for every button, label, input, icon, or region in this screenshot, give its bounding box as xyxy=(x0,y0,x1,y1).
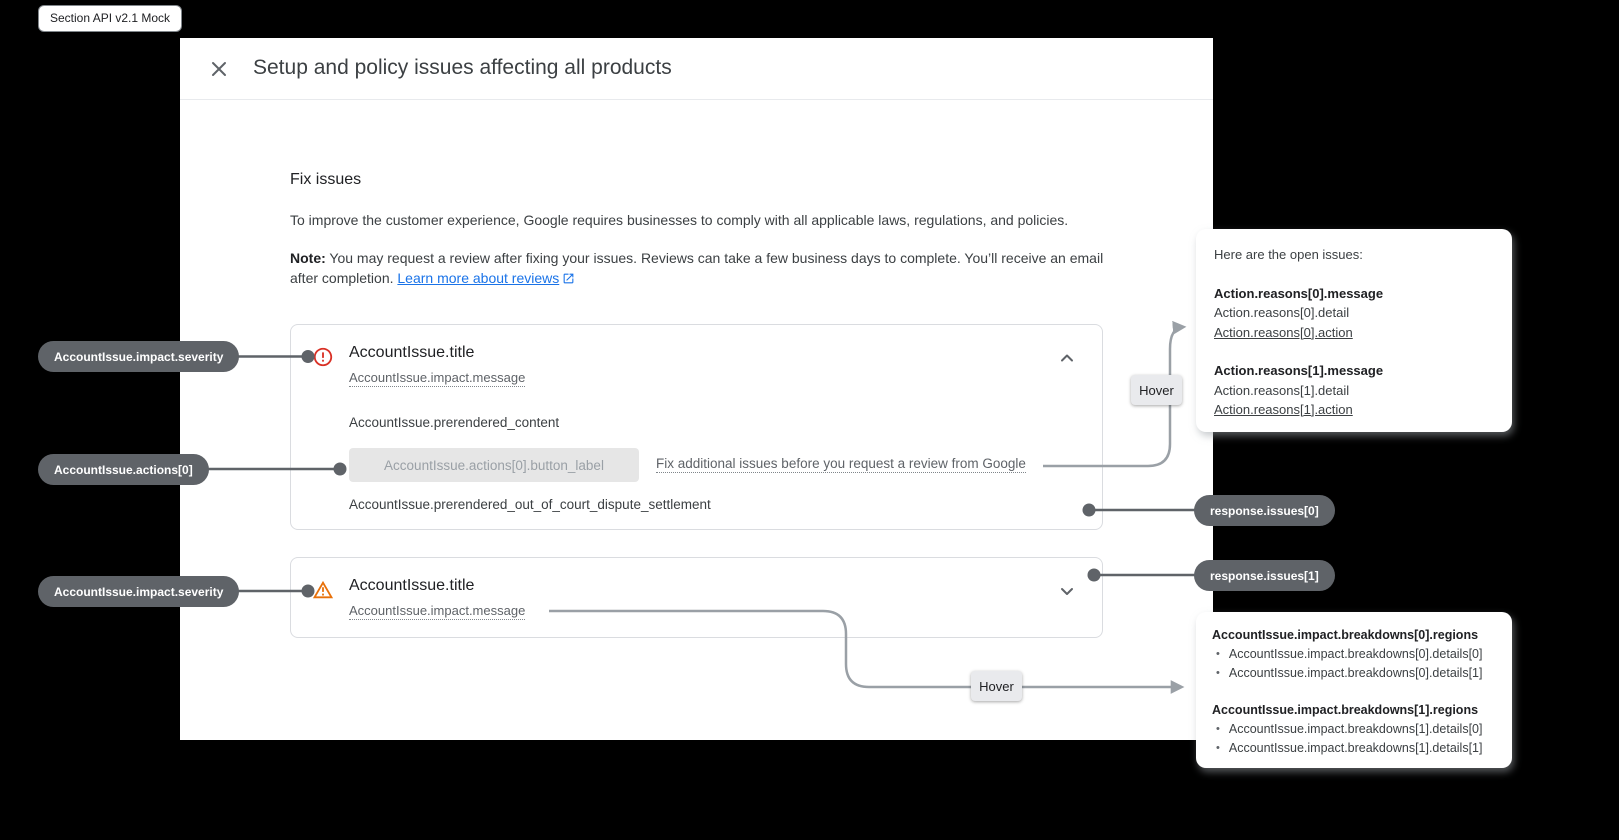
error-icon xyxy=(312,346,334,368)
close-icon[interactable] xyxy=(206,56,232,82)
annotation-response-issues-0: response.issues[0] xyxy=(1194,495,1335,526)
annotation-response-issues-1: response.issues[1] xyxy=(1194,560,1335,591)
mock-version-badge: Section API v2.1 Mock xyxy=(38,5,183,32)
note-label: Note: xyxy=(290,250,326,266)
reason-message: Action.reasons[1].message xyxy=(1214,363,1384,378)
issue-card-warning: AccountIssue.title AccountIssue.impact.m… xyxy=(290,557,1103,638)
chevron-down-icon[interactable] xyxy=(1054,578,1080,604)
dialog-header: Setup and policy issues affecting all pr… xyxy=(180,38,1213,100)
breakdown-detail: AccountIssue.impact.breakdowns[1].detail… xyxy=(1212,720,1496,739)
warning-icon xyxy=(312,579,334,601)
reason-message: Action.reasons[0].message xyxy=(1214,285,1384,301)
breakdown-regions: AccountIssue.impact.breakdowns[0].region… xyxy=(1212,628,1479,642)
tooltip-impact-breakdowns: AccountIssue.impact.breakdowns[0].region… xyxy=(1196,612,1512,768)
reason-group-1: Action.reasons[1].message Action.reasons… xyxy=(1214,361,1494,420)
issue-title: AccountIssue.title xyxy=(349,577,475,594)
fix-issues-heading: Fix issues xyxy=(290,171,362,188)
tooltip-open-issues: Here are the open issues: Action.reasons… xyxy=(1196,229,1512,432)
prerendered-content: AccountIssue.prerendered_content xyxy=(349,415,560,430)
reason-detail: Action.reasons[1].detail xyxy=(1214,382,1350,398)
breakdown-detail: AccountIssue.impact.breakdowns[1].detail… xyxy=(1212,739,1496,758)
reason-action-link: Action.reasons[0].action xyxy=(1214,324,1353,340)
note-text: You may request a review after fixing yo… xyxy=(290,250,1104,286)
breakdown-group-1: AccountIssue.impact.breakdowns[1].region… xyxy=(1212,701,1496,758)
issue-impact-message[interactable]: AccountIssue.impact.message xyxy=(349,370,526,387)
chevron-up-icon[interactable] xyxy=(1054,345,1080,371)
reason-detail: Action.reasons[0].detail xyxy=(1214,305,1350,320)
breakdown-group-0: AccountIssue.impact.breakdowns[0].region… xyxy=(1212,626,1496,683)
breakdown-regions: AccountIssue.impact.breakdowns[1].region… xyxy=(1212,703,1479,717)
hover-chip-1: Hover xyxy=(1131,375,1182,405)
prerendered-dispute-settlement: AccountIssue.prerendered_out_of_court_di… xyxy=(349,497,711,512)
annotation-impact-severity-2: AccountIssue.impact.severity xyxy=(38,576,240,607)
hover-chip-2: Hover xyxy=(971,671,1022,701)
annotation-impact-severity-1: AccountIssue.impact.severity xyxy=(38,341,240,372)
dialog-title: Setup and policy issues affecting all pr… xyxy=(253,56,672,79)
breakdown-detail: AccountIssue.impact.breakdowns[0].detail… xyxy=(1212,645,1496,664)
learn-more-link[interactable]: Learn more about reviews xyxy=(397,270,575,286)
tooltip-heading: Here are the open issues: xyxy=(1214,247,1363,262)
open-in-new-icon xyxy=(562,270,575,290)
issue-card-error: AccountIssue.title AccountIssue.impact.m… xyxy=(290,324,1103,530)
intro-paragraph: To improve the customer experience, Goog… xyxy=(290,212,1069,228)
breakdown-detail: AccountIssue.impact.breakdowns[0].detail… xyxy=(1212,664,1496,683)
reason-action-link: Action.reasons[1].action xyxy=(1214,402,1353,417)
issue-impact-message[interactable]: AccountIssue.impact.message xyxy=(349,603,526,620)
note-paragraph: Note: You may request a review after fix… xyxy=(290,248,1110,290)
issues-dialog: Setup and policy issues affecting all pr… xyxy=(180,38,1213,740)
issue-title: AccountIssue.title xyxy=(349,344,475,361)
annotation-actions-0: AccountIssue.actions[0] xyxy=(38,454,209,485)
reason-group-0: Action.reasons[0].message Action.reasons… xyxy=(1214,284,1494,343)
action-button[interactable]: AccountIssue.actions[0].button_label xyxy=(349,448,639,482)
fix-additional-issues-link[interactable]: Fix additional issues before you request… xyxy=(656,456,1026,473)
learn-more-link-text: Learn more about reviews xyxy=(397,270,560,286)
